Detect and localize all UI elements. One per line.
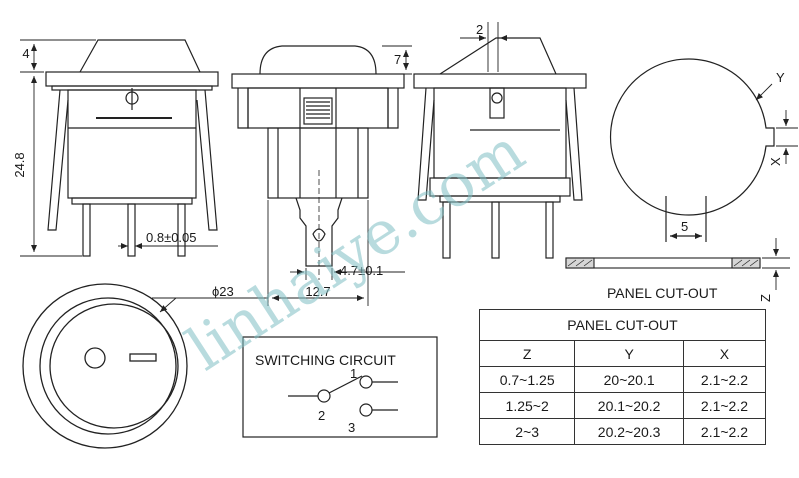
switching-circuit [242, 336, 438, 438]
table-caption: PANEL CUT-OUT [479, 309, 766, 341]
table-cell: 1.25~2 [478, 392, 576, 419]
side-view-dimensions [267, 45, 412, 306]
table-cell: 20.2~20.3 [574, 418, 684, 445]
table-cell: 0.7~1.25 [478, 366, 576, 393]
cutout-key-dim: 5 [681, 219, 688, 234]
rear-view-dimensions [460, 22, 520, 72]
panel-cutout-label: PANEL CUT-OUT [607, 285, 718, 301]
front-view [45, 39, 219, 257]
panel-cutout-table: PANEL CUT-OUT Z Y X 0.7~1.25 20~20.1 2.1… [478, 309, 767, 445]
table-header-z: Z [478, 340, 576, 367]
table-cell: 20.1~20.2 [574, 392, 684, 419]
table-row: 1.25~2 20.1~20.2 2.1~2.2 [478, 392, 767, 419]
table-cell: 2~3 [478, 418, 576, 445]
table-header-x: X [682, 340, 767, 367]
table-cell: 2.1~2.2 [682, 418, 767, 445]
table-row: 0.7~1.25 20~20.1 2.1~2.2 [478, 366, 767, 393]
side-view [231, 45, 405, 280]
table-row: 2~3 20.2~20.3 2.1~2.2 [478, 418, 767, 445]
pin-2-label: 2 [318, 408, 325, 423]
pin-1-label: 1 [350, 366, 357, 381]
cutout-y-dim: Y [776, 70, 785, 85]
bezel-diameter-dim: ϕ23 [212, 284, 234, 299]
cutout-x-dim: X [768, 157, 783, 166]
terminal-width-dim: 0.8±0.05 [146, 230, 197, 245]
top-height-dim: 4 [22, 46, 29, 61]
panel-section [565, 238, 790, 290]
cutout-shape [610, 58, 798, 242]
table-header-y: Y [574, 340, 684, 367]
terminal-spacing-dim: 12.7 [305, 284, 330, 299]
table-cell: 2.1~2.2 [682, 366, 767, 393]
bezel-top-view [22, 283, 268, 449]
rocker-offset-dim: 2 [476, 22, 483, 37]
pin-3-label: 3 [348, 420, 355, 435]
panel-z-dim: Z [758, 294, 773, 302]
switching-circuit-title: SWITCHING CIRCUIT [255, 352, 396, 368]
overall-height-dim: 24.8 [12, 152, 27, 177]
table-cell: 20~20.1 [574, 366, 684, 393]
rocker-height-dim: 7 [394, 52, 401, 67]
front-view-dimensions [20, 39, 218, 257]
table-cell: 2.1~2.2 [682, 392, 767, 419]
terminal-tab-dim: 4.7±0.1 [340, 263, 383, 278]
